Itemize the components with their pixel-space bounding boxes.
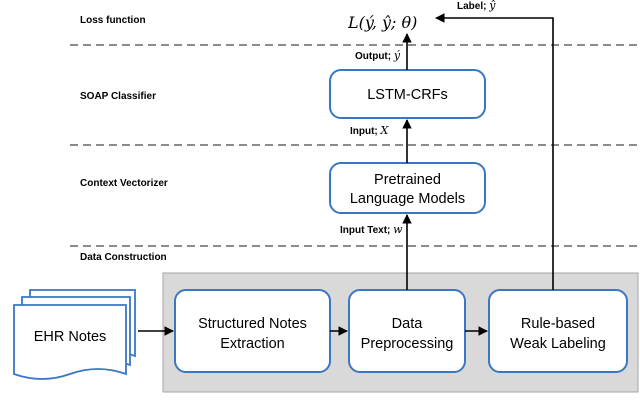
arrow-weak-labeling-to-loss: [435, 13, 554, 290]
layer-label-context-vectorizer: Context Vectorizer: [80, 178, 168, 189]
lstm-crfs-label: LSTM-CRFs: [367, 87, 448, 103]
data-preprocessing-line-1: Data: [392, 316, 424, 332]
input-annotation-symbol: X: [380, 124, 390, 137]
pretrained-language-models-box: Pretrained Language Models: [329, 162, 486, 214]
data-preprocessing-box: Data Preprocessing: [348, 289, 466, 373]
pretrained-language-models-line-1: Pretrained: [374, 172, 441, 188]
input-text-annotation: Input Text; w: [340, 223, 403, 236]
data-preprocessing-line-2: Preprocessing: [361, 336, 454, 352]
structured-notes-extraction-line-1: Structured Notes: [198, 316, 307, 332]
loss-formula: L(ý, ŷ; θ): [347, 13, 417, 32]
rule-based-weak-labeling-box: Rule-based Weak Labeling: [488, 289, 628, 373]
rule-based-weak-labeling-line-1: Rule-based: [521, 316, 595, 332]
layer-label-loss-function: Loss function: [80, 15, 146, 26]
rule-based-weak-labeling-frame: [488, 289, 628, 373]
ehr-notes-document-stack: EHR Notes: [13, 289, 136, 380]
output-annotation-symbol: ý: [393, 49, 401, 62]
ehr-notes-label: EHR Notes: [34, 329, 107, 345]
lstm-crfs-box: LSTM-CRFs: [329, 69, 486, 119]
label-annotation-symbol: ŷ: [488, 0, 496, 12]
label-annotation-text: Label;: [457, 1, 486, 12]
layer-label-data-construction: Data Construction: [80, 252, 167, 263]
pretrained-language-models-line-2: Language Models: [350, 191, 465, 207]
structured-notes-extraction-box: Structured Notes Extraction: [174, 289, 331, 373]
label-annotation: Label; ŷ: [457, 0, 496, 12]
input-annotation-text: Input;: [350, 126, 378, 137]
document-front: [13, 304, 127, 380]
output-annotation-text: Output;: [355, 51, 391, 62]
input-text-annotation-symbol: w: [393, 223, 403, 236]
output-annotation: Output; ý: [355, 49, 401, 62]
input-text-annotation-text: Input Text;: [340, 225, 390, 236]
layer-label-soap-classifier: SOAP Classifier: [80, 91, 156, 102]
structured-notes-extraction-line-2: Extraction: [220, 336, 284, 352]
input-annotation: Input; X: [350, 124, 390, 137]
rule-based-weak-labeling-line-2: Weak Labeling: [510, 336, 606, 352]
